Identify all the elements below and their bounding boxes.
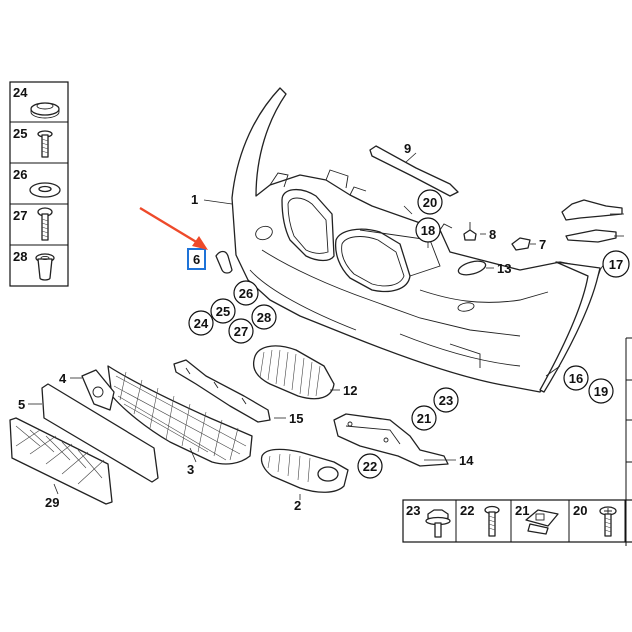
highlight-arrow	[139, 206, 199, 245]
support-bar	[173, 359, 271, 423]
spacer-sleeve-icon	[35, 253, 55, 281]
screw-icon	[37, 130, 53, 158]
tow-hook-cover	[457, 260, 487, 276]
flange-bolt-icon	[425, 509, 451, 538]
pan-screw-icon	[484, 505, 500, 537]
lattice-grille	[9, 417, 113, 505]
legend-left-24: 24	[13, 85, 28, 100]
circle-callout-18: 18	[421, 223, 435, 238]
kidney-grille	[252, 345, 335, 400]
legend-left-25: 25	[13, 126, 27, 141]
clip-part-8	[463, 222, 477, 241]
callout-29: 29	[45, 495, 59, 510]
circle-callout-24: 24	[194, 316, 209, 331]
callout-12: 12	[343, 383, 357, 398]
legend-left-table: 24 25 26 27 28	[9, 81, 69, 287]
front-bumper-cover	[231, 87, 601, 393]
arrow-head-icon	[192, 236, 208, 250]
callout-1: 1	[191, 192, 198, 207]
legend-left-27: 27	[13, 208, 27, 223]
circled-callouts: 20 18 17 16 19 23 21 22 26 25 28 24 27	[188, 189, 630, 479]
legend-bottom-21: 21	[515, 503, 529, 518]
circle-callout-19: 19	[594, 384, 608, 399]
legend-right-edge-table	[625, 337, 632, 546]
legend-bottom-22: 22	[460, 503, 474, 518]
callout-4: 4	[59, 371, 67, 386]
callout-5: 5	[18, 397, 25, 412]
bracket-upper-right	[561, 199, 623, 243]
circle-callout-27: 27	[234, 324, 248, 339]
self-tapping-screw-icon	[599, 506, 617, 537]
circle-callout-21: 21	[417, 411, 431, 426]
circle-callout-17: 17	[609, 257, 623, 272]
circle-callout-26: 26	[239, 286, 253, 301]
legend-bottom-20: 20	[573, 503, 587, 518]
legend-left-28: 28	[13, 249, 27, 264]
circle-callout-28: 28	[257, 310, 271, 325]
callout-2: 2	[294, 498, 301, 513]
callout-8: 8	[489, 227, 496, 242]
callout-15: 15	[289, 411, 303, 426]
plain-callouts: 1 2 3 4 5 6 7 8 9 12 13 14 15 29	[18, 141, 546, 513]
legend-left-26: 26	[13, 167, 27, 182]
callout-7: 7	[539, 237, 546, 252]
callout-9: 9	[404, 141, 411, 156]
highlight-box	[187, 248, 206, 270]
grommet-icon	[30, 102, 60, 119]
clip-nut-icon	[525, 509, 559, 535]
bolt-icon	[37, 207, 53, 241]
upper-trim-strip	[369, 145, 459, 197]
nut-part-7	[511, 237, 531, 251]
fog-light-trim	[260, 448, 349, 493]
callout-6: 6	[193, 252, 200, 267]
highlight-annotation	[139, 206, 208, 270]
center-mesh-grille	[107, 365, 253, 465]
plate-carrier	[41, 383, 159, 483]
legend-bottom-table: 23 22 21 20	[402, 499, 632, 543]
callout-14: 14	[459, 453, 474, 468]
side-marker-part-6	[215, 250, 233, 274]
washer-icon	[29, 182, 61, 198]
bracket-part-4	[81, 369, 115, 411]
circle-callout-16: 16	[569, 371, 583, 386]
circle-callout-23: 23	[439, 393, 453, 408]
callout-3: 3	[187, 462, 194, 477]
circle-callout-22: 22	[363, 459, 377, 474]
legend-bottom-23: 23	[406, 503, 420, 518]
circle-callout-20: 20	[423, 195, 437, 210]
callout-13: 13	[497, 261, 511, 276]
circle-callout-25: 25	[216, 304, 230, 319]
